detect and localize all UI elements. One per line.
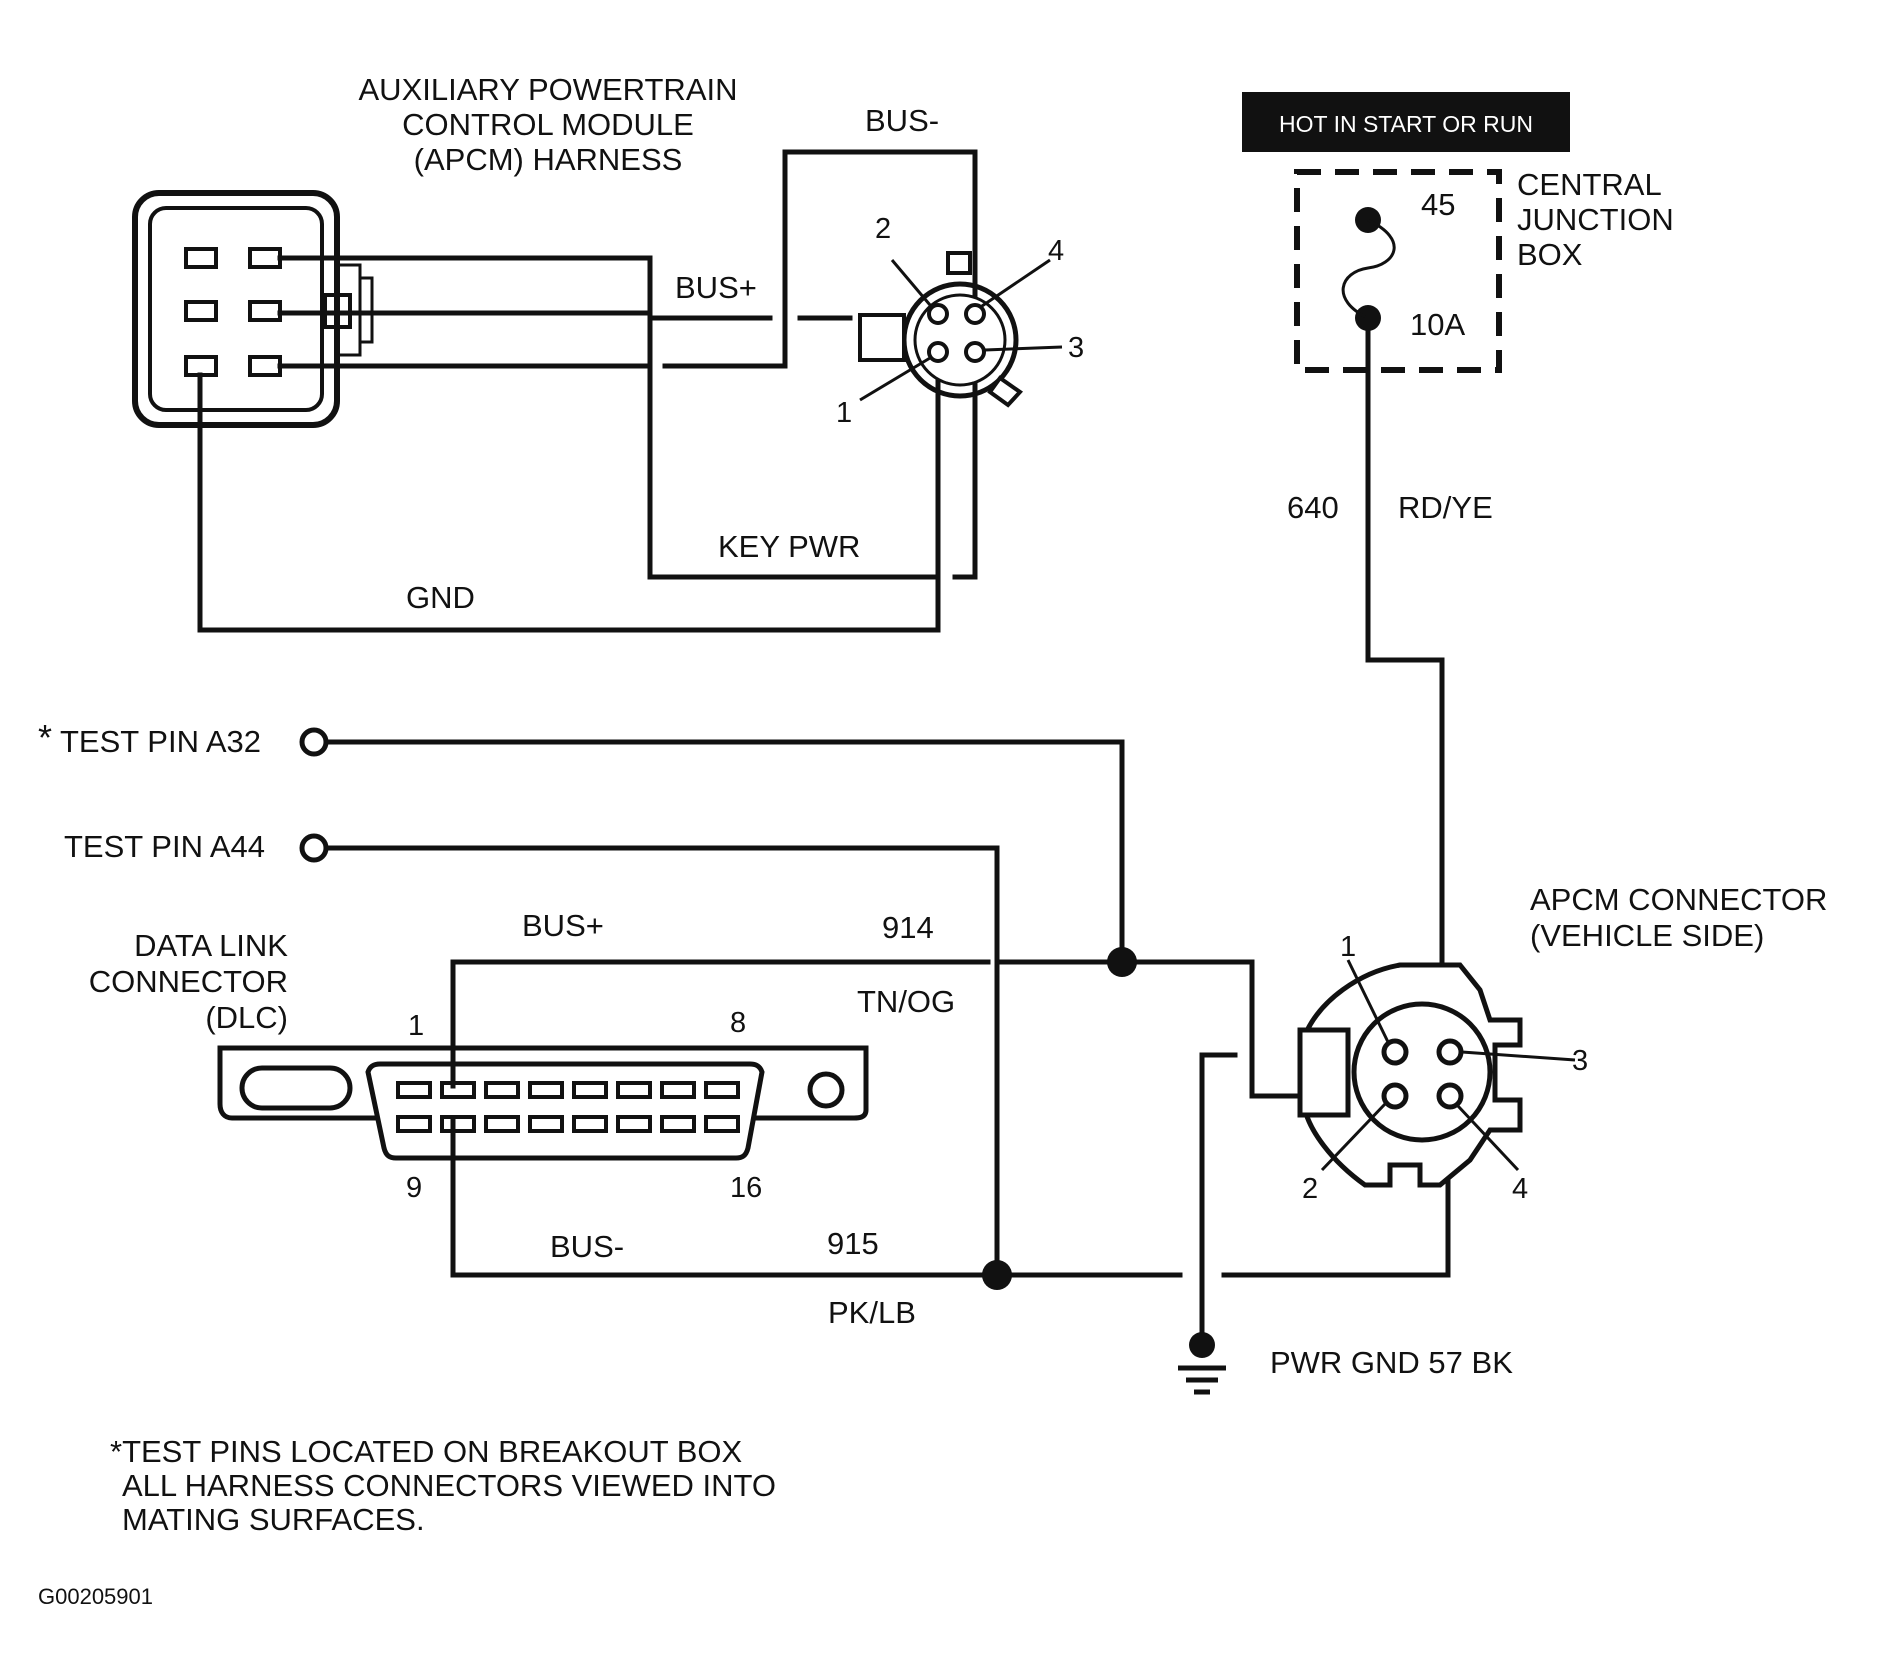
apcm-harness-wires — [197, 149, 978, 633]
pwr-gnd-label: PWR GND 57 BK — [1270, 1345, 1513, 1380]
figure-id: G00205901 — [38, 1584, 153, 1609]
bus-plus-914-wire — [450, 959, 991, 1089]
dlc-title-1: DATA LINK — [134, 928, 288, 963]
bus-minus-color: PK/LB — [828, 1295, 916, 1330]
test-pin-a32-terminal — [299, 727, 329, 757]
dlc-pin-cavity — [528, 1081, 564, 1099]
dlc-pin-cavity — [660, 1115, 696, 1133]
dlc-title-3: (DLC) — [205, 1000, 288, 1035]
dlc-pin-cavity — [660, 1081, 696, 1099]
junction-box-title-1: CENTRAL — [1517, 167, 1662, 202]
test-pin-a32-wire — [323, 739, 1125, 965]
bus-plus-number: 914 — [882, 910, 934, 945]
dlc-pin-9: 9 — [406, 1172, 422, 1204]
dlc-pin-cavity — [440, 1081, 476, 1099]
splice-915 — [982, 1260, 1012, 1290]
test-pin-a44-terminal — [299, 833, 329, 863]
fuse-rating: 10A — [1410, 307, 1465, 342]
dlc-pin-cavity — [704, 1115, 740, 1133]
harness-pin-1: 1 — [836, 397, 852, 429]
apcm-connector-title-1: APCM CONNECTOR — [1530, 882, 1827, 917]
harness-bus-minus-label: BUS- — [865, 103, 939, 138]
dlc-pin-cavity — [704, 1081, 740, 1099]
bus-plus-914-wire-2 — [995, 959, 1333, 1099]
circuit-640-color: RD/YE — [1398, 490, 1493, 525]
note-line-2: ALL HARNESS CONNECTORS VIEWED INTO — [122, 1468, 776, 1503]
bus-minus-915-wire — [450, 1117, 1183, 1278]
pwr-gnd-wire — [1199, 1052, 1238, 1343]
dlc-pin-cavity — [572, 1081, 608, 1099]
apcm-connector-pin-4: 4 — [1512, 1173, 1528, 1205]
splice-914 — [1107, 947, 1137, 977]
bus-minus-number: 915 — [827, 1226, 879, 1261]
ground-icon — [1178, 1332, 1226, 1395]
dlc-pin-8: 8 — [730, 1007, 746, 1039]
harness-bus-plus-label: BUS+ — [675, 270, 757, 305]
apcm-harness-connector — [132, 190, 374, 428]
dlc-pin-16: 16 — [730, 1172, 762, 1204]
dlc-pin-cavity — [616, 1081, 652, 1099]
note-line-1: *TEST PINS LOCATED ON BREAKOUT BOX — [110, 1434, 743, 1469]
hot-in-start-or-run-banner — [1242, 92, 1570, 152]
harness-gnd-label: GND — [406, 580, 475, 615]
note-line-3: MATING SURFACES. — [122, 1502, 425, 1537]
test-pin-a32-label: TEST PIN A32 — [60, 724, 261, 759]
apcm-harness-round-connector — [858, 251, 1063, 408]
apcm-harness-title-1: AUXILIARY POWERTRAIN — [359, 72, 738, 107]
apcm-harness-title-3: (APCM) HARNESS — [414, 142, 683, 177]
dlc-pin-1: 1 — [408, 1010, 424, 1042]
fuse-number: 45 — [1421, 187, 1455, 222]
dlc-pin-cavity — [440, 1115, 476, 1133]
dlc-pin-cavity — [484, 1081, 520, 1099]
apcm-connector-pin-2: 2 — [1302, 1173, 1318, 1205]
apcm-connector-pin-1: 1 — [1340, 931, 1356, 963]
bus-plus-label: BUS+ — [522, 908, 604, 943]
harness-pin-2: 2 — [875, 213, 891, 245]
dlc-pin-cavity — [484, 1115, 520, 1133]
harness-pin-4: 4 — [1048, 235, 1064, 267]
dlc-pin-cavity — [396, 1081, 432, 1099]
apcm-harness-title-2: CONTROL MODULE — [402, 107, 694, 142]
dlc-pin-cavity — [396, 1115, 432, 1133]
dlc-pin-cavity — [616, 1115, 652, 1133]
test-pin-a32-asterisk: * — [38, 717, 52, 758]
apcm-vehicle-connector — [1297, 959, 1576, 1188]
harness-pin-3: 3 — [1068, 332, 1084, 364]
circuit-640-number: 640 — [1287, 490, 1339, 525]
feed-wire-640 — [1365, 315, 1445, 1045]
junction-box-title-3: BOX — [1517, 237, 1583, 272]
fuse-icon — [1341, 207, 1396, 331]
junction-box-outline — [1294, 169, 1502, 373]
apcm-connector-pin-3: 3 — [1572, 1045, 1588, 1077]
bus-minus-label: BUS- — [550, 1229, 624, 1264]
bus-plus-color: TN/OG — [857, 984, 955, 1019]
harness-key-pwr-label: KEY PWR — [718, 529, 860, 564]
dlc-pin-cavity — [528, 1115, 564, 1133]
test-pin-a44-wire — [323, 845, 1000, 1278]
dlc-pin-cavity — [572, 1115, 608, 1133]
test-pin-a44-label: TEST PIN A44 — [64, 829, 265, 864]
data-link-connector — [217, 1045, 869, 1161]
dlc-title-2: CONNECTOR — [89, 964, 288, 999]
hot-in-start-or-run-label: HOT IN START OR RUN — [1279, 111, 1533, 137]
apcm-connector-title-2: (VEHICLE SIDE) — [1530, 918, 1764, 953]
junction-box-title-2: JUNCTION — [1517, 202, 1674, 237]
